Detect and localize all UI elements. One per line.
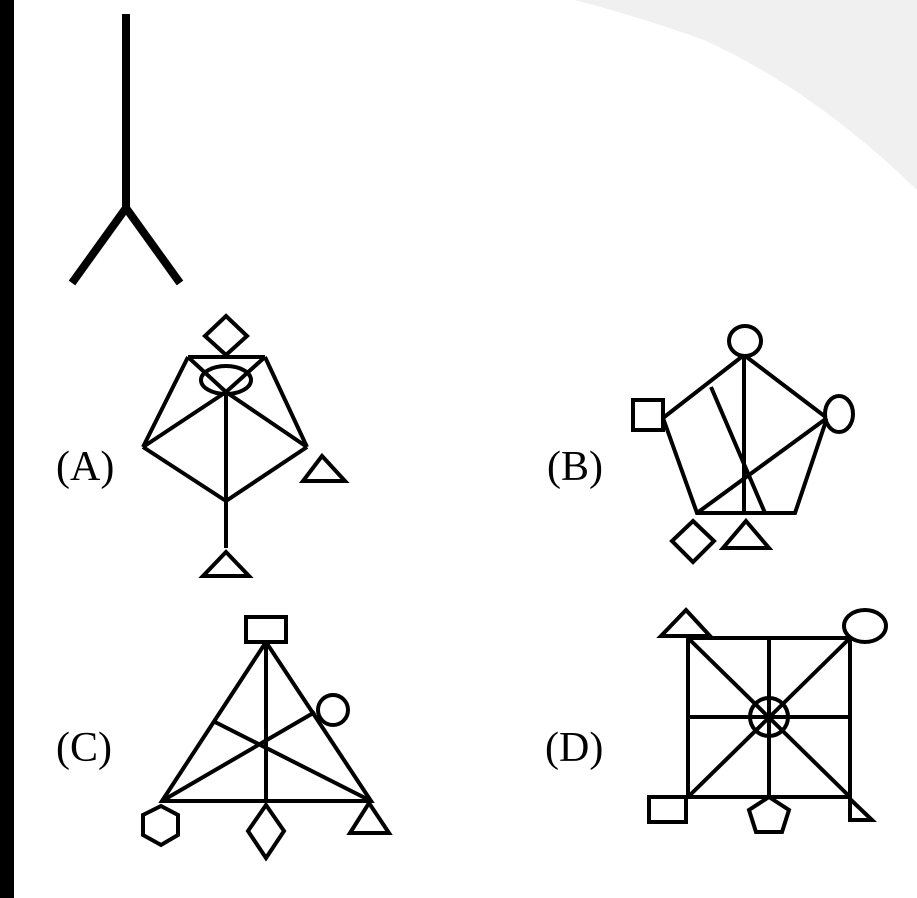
option-b-triangle	[718, 517, 774, 550]
option-c-diamond	[245, 801, 287, 862]
option-c-figure	[141, 615, 393, 862]
option-d-label: (D)	[545, 725, 604, 771]
option-b-label: (B)	[547, 444, 603, 490]
option-d-triangle-bottom	[848, 794, 877, 822]
option-d-figure	[647, 607, 888, 834]
option-a-label: (A)	[56, 444, 115, 490]
option-a-triangle-bottom	[198, 549, 254, 578]
option-c-square	[244, 615, 288, 644]
option-d-pentagon	[746, 794, 792, 834]
option-c-triangle	[346, 799, 393, 835]
option-c-label: (C)	[56, 725, 112, 771]
question-figure-y	[68, 14, 184, 286]
option-b-square	[631, 398, 665, 432]
watermark-swoosh	[574, 0, 917, 190]
question-panel	[14, 0, 917, 898]
option-b-ellipse-top	[727, 324, 763, 358]
option-c-hexagon	[141, 803, 180, 848]
option-a-triangle-right	[298, 452, 350, 483]
option-b-diamond	[669, 518, 717, 565]
option-c-circle	[316, 693, 350, 727]
option-b-figure	[631, 324, 855, 565]
option-a-ellipse	[199, 364, 253, 396]
option-b-ellipse-right	[823, 394, 855, 434]
option-a-figure	[141, 313, 350, 578]
option-d-center-dot	[765, 713, 773, 721]
option-a-diamond	[202, 313, 250, 358]
option-d-square	[647, 795, 688, 824]
option-d-circle	[748, 696, 790, 738]
option-d-triangle-top	[656, 607, 715, 638]
option-d-ellipse	[842, 608, 888, 644]
